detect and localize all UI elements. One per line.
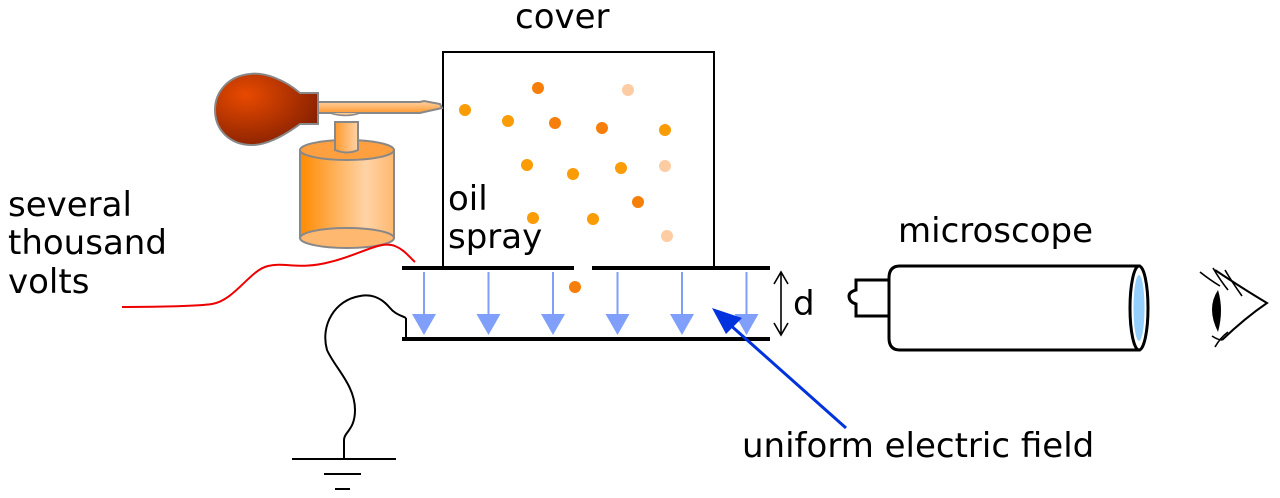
oil-reservoir: [299, 149, 395, 239]
microscope-eyepiece: [847, 278, 892, 318]
ground-wire: [324, 294, 407, 458]
distance-marker: [773, 270, 789, 337]
voltage-label-line3: volts: [8, 262, 89, 302]
oil-droplet: [659, 160, 671, 172]
field-arrow: [412, 272, 436, 335]
oil-droplet: [532, 82, 544, 94]
field-label: uniform electric field: [742, 426, 1094, 466]
microscope-icon: [847, 264, 1150, 352]
oil-droplet: [549, 117, 561, 129]
field-arrow: [605, 272, 630, 335]
cover-label: cover: [515, 0, 610, 37]
field-arrow: [734, 272, 759, 335]
oil-droplet: [615, 162, 627, 174]
atomizer: [213, 72, 444, 249]
microscope-lens: [1133, 275, 1145, 341]
oil-droplet: [661, 230, 673, 242]
microscope-tube: [887, 264, 1141, 352]
field-arrow: [476, 272, 501, 335]
oil-droplet: [459, 104, 471, 116]
high-voltage-wire: [121, 243, 416, 308]
ground-icon: [292, 458, 396, 490]
spray-label: spray: [448, 217, 542, 257]
field-arrow: [670, 272, 694, 335]
oil-droplet: [527, 212, 539, 224]
microscope-label: microscope: [898, 211, 1093, 251]
atomizer-stem: [334, 121, 359, 154]
field-arrows: [412, 272, 759, 335]
oil-droplet: [587, 213, 599, 225]
oil-droplet: [632, 196, 644, 208]
cover-box: [442, 51, 715, 268]
oil-droplet: [622, 84, 634, 96]
oil-droplet: [569, 281, 581, 293]
oil-droplet: [567, 168, 579, 180]
oil-droplet: [521, 159, 533, 171]
oil-droplet: [596, 122, 608, 134]
distance-label: d: [793, 284, 815, 324]
oil-droplet: [659, 124, 671, 136]
spray-nozzle: [317, 99, 444, 114]
field-arrow: [541, 272, 565, 335]
oil-droplets: [459, 82, 673, 293]
oil-label: oil: [448, 179, 488, 219]
rubber-bulb-icon: [213, 72, 319, 147]
oil-droplet: [502, 115, 514, 127]
eye-icon: [1199, 267, 1269, 348]
field-pointer-arrow: [712, 308, 847, 430]
voltage-label-line2: thousand: [8, 223, 167, 263]
voltage-label-line1: several: [8, 185, 132, 225]
